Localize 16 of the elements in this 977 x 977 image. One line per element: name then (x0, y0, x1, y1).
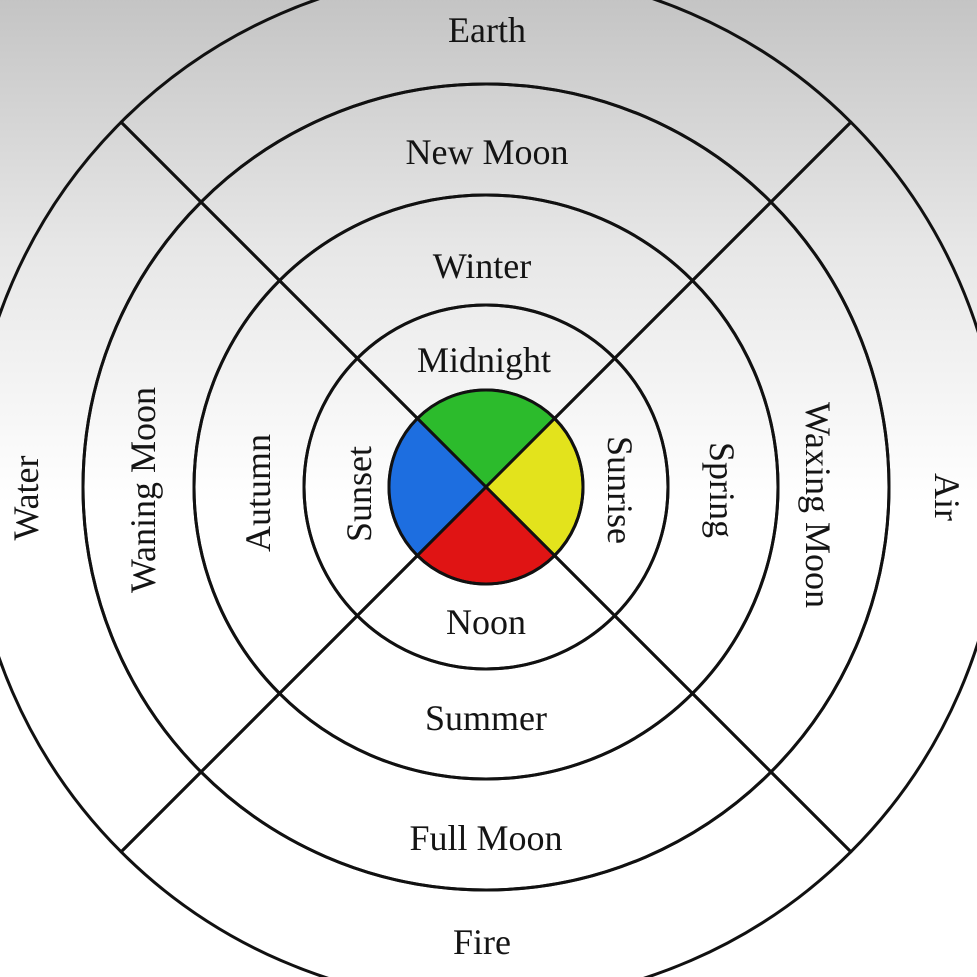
sector-label: Waning Moon (125, 386, 161, 594)
sector-label: Full Moon (409, 820, 563, 856)
sector-label: Fire (453, 924, 511, 960)
sector-label: Winter (432, 248, 532, 284)
sector-label: Autumn (240, 434, 276, 552)
sector-label: Air (929, 473, 965, 521)
sector-label: Midnight (417, 342, 551, 378)
sector-label: New Moon (406, 134, 568, 170)
sector-label: Sunset (341, 446, 377, 542)
sector-label: Summer (425, 700, 547, 736)
sector-label: Spring (704, 442, 740, 538)
sector-label: Sunrise (602, 436, 638, 544)
sector-label: Earth (448, 12, 526, 48)
sector-label: Waxing Moon (800, 402, 836, 608)
sector-label: Noon (446, 604, 526, 640)
sector-label: Water (8, 455, 44, 541)
